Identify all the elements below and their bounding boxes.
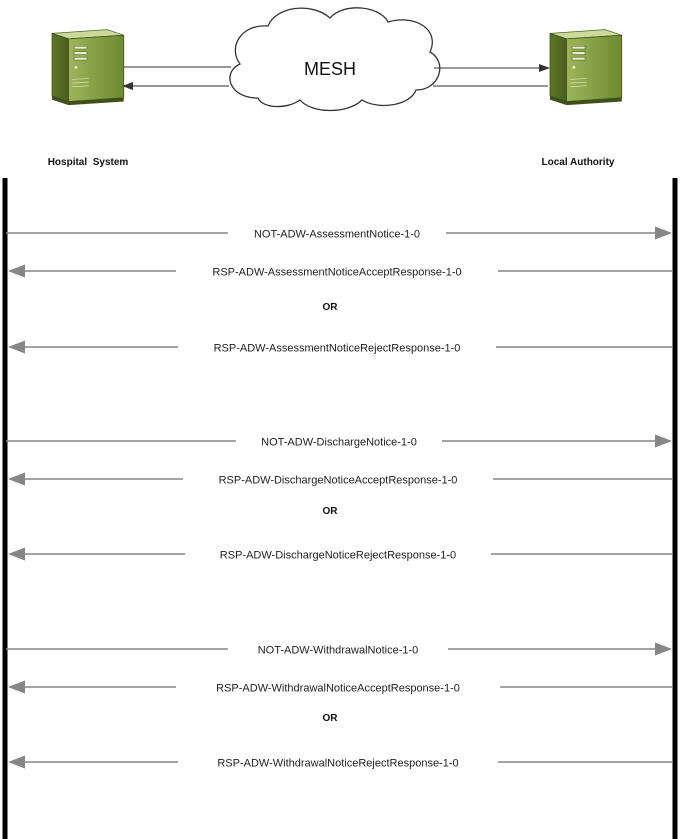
message-label-accept: RSP-ADW-AssessmentNoticeAcceptResponse-1…: [212, 267, 461, 279]
message-accept: RSP-ADW-DischargeNoticeAcceptResponse-1-…: [8, 472, 673, 487]
message-label-reject: RSP-ADW-DischargeNoticeRejectResponse-1-…: [220, 550, 456, 562]
message-reject: RSP-ADW-DischargeNoticeRejectResponse-1-…: [8, 547, 673, 562]
message-group-discharge: NOT-ADW-DischargeNotice-1-0 RSP-ADW-Disc…: [6, 434, 673, 562]
message-label-request: NOT-ADW-WithdrawalNotice-1-0: [258, 645, 419, 657]
message-label-reject: RSP-ADW-WithdrawalNoticeRejectResponse-1…: [217, 758, 458, 770]
message-reject: RSP-ADW-WithdrawalNoticeRejectResponse-1…: [8, 755, 673, 770]
right-server-icon: [549, 29, 623, 106]
message-group-assessment: NOT-ADW-AssessmentNotice-1-0 RSP-ADW-Ass…: [6, 226, 673, 355]
left-server-icon: [51, 29, 125, 106]
message-request: NOT-ADW-AssessmentNotice-1-0: [6, 226, 672, 241]
message-reject: RSP-ADW-AssessmentNoticeRejectResponse-1…: [8, 340, 673, 355]
participant-label-hospital: Hospital System: [48, 157, 129, 168]
message-label-request: NOT-ADW-DischargeNotice-1-0: [261, 437, 417, 449]
message-label-reject: RSP-ADW-AssessmentNoticeRejectResponse-1…: [214, 343, 461, 355]
participant-label-local-authority: Local Authority: [542, 157, 615, 168]
mesh-label: MESH: [304, 59, 356, 79]
message-accept: RSP-ADW-AssessmentNoticeAcceptResponse-1…: [8, 264, 673, 279]
message-label-accept: RSP-ADW-DischargeNoticeAcceptResponse-1-…: [219, 475, 458, 487]
message-accept: RSP-ADW-WithdrawalNoticeAcceptResponse-1…: [8, 680, 673, 695]
message-request: NOT-ADW-WithdrawalNotice-1-0: [6, 642, 672, 657]
message-label-request: NOT-ADW-AssessmentNotice-1-0: [254, 229, 420, 241]
or-label: OR: [323, 713, 339, 724]
message-label-accept: RSP-ADW-WithdrawalNoticeAcceptResponse-1…: [216, 683, 460, 695]
mesh-cloud: MESH: [229, 7, 441, 112]
server-cloud-links: [122, 64, 550, 90]
or-label: OR: [323, 302, 339, 313]
message-group-withdrawal: NOT-ADW-WithdrawalNotice-1-0 RSP-ADW-Wit…: [6, 642, 673, 770]
or-label: OR: [323, 506, 339, 517]
message-request: NOT-ADW-DischargeNotice-1-0: [6, 434, 672, 449]
